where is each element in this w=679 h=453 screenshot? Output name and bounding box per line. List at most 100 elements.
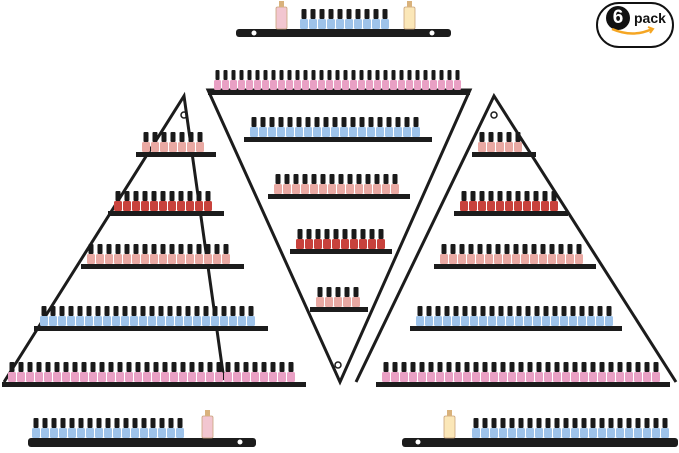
polish-bottle bbox=[168, 254, 176, 264]
polish-cap bbox=[455, 70, 460, 80]
polish-bottle bbox=[334, 80, 341, 90]
polish-cap bbox=[644, 418, 650, 428]
polish-bottle bbox=[310, 184, 318, 194]
polish-cap bbox=[59, 306, 65, 316]
polish-bottle bbox=[487, 142, 495, 152]
polish-cap bbox=[353, 287, 359, 297]
polish-cap bbox=[489, 306, 495, 316]
polish-bottle bbox=[374, 80, 381, 90]
polish-cap bbox=[212, 306, 218, 316]
polish-cap bbox=[563, 362, 569, 372]
polish-bottle bbox=[32, 428, 40, 438]
polish-bottle bbox=[302, 80, 309, 90]
polish-cap bbox=[392, 362, 398, 372]
polish-bottle bbox=[391, 372, 399, 382]
polish-cap bbox=[653, 418, 659, 428]
polish-cap bbox=[161, 132, 167, 142]
polish-cap bbox=[558, 244, 564, 254]
shelf-plank bbox=[28, 438, 256, 447]
polish-bottle bbox=[334, 297, 342, 307]
polish-bottle bbox=[114, 254, 122, 264]
polish-bottle bbox=[541, 201, 549, 211]
polish-bottle bbox=[497, 316, 505, 326]
polish-bottle bbox=[514, 142, 522, 152]
polish-cap bbox=[260, 117, 266, 127]
polish-cap bbox=[351, 70, 356, 80]
polish-cap bbox=[117, 362, 123, 372]
polish-cap bbox=[271, 70, 276, 80]
polish-cap bbox=[99, 362, 105, 372]
polish-cap bbox=[189, 362, 195, 372]
hanging-hole-icon bbox=[490, 111, 498, 119]
polish-cap bbox=[369, 229, 375, 239]
polish-bottle bbox=[76, 316, 84, 326]
polish-cap bbox=[63, 362, 69, 372]
polish-cap bbox=[9, 362, 15, 372]
shelf-plank bbox=[454, 211, 568, 216]
polish-bottle bbox=[44, 372, 52, 382]
polish-cap bbox=[626, 418, 632, 428]
polish-cap bbox=[77, 306, 83, 316]
polish-cap bbox=[383, 70, 388, 80]
polish-bottle bbox=[390, 80, 397, 90]
polish-bottle bbox=[409, 372, 417, 382]
polish-cap bbox=[392, 174, 398, 184]
polish-bottle bbox=[461, 316, 469, 326]
polish-cap bbox=[338, 174, 344, 184]
polish-cap bbox=[302, 174, 308, 184]
polish-bottle bbox=[270, 80, 277, 90]
polish-cap bbox=[301, 9, 307, 19]
polish-bottle bbox=[544, 428, 552, 438]
polish-cap bbox=[351, 229, 357, 239]
polish-bottle bbox=[134, 372, 142, 382]
polish-cap bbox=[497, 132, 503, 142]
triangle-shelf-center bbox=[205, 70, 473, 386]
polish-cap bbox=[410, 362, 416, 372]
polish-cap bbox=[459, 244, 465, 254]
triangle-frame bbox=[2, 91, 226, 383]
straight-shelf-top bbox=[236, 1, 451, 37]
polish-bottle bbox=[358, 80, 365, 90]
polish-cap bbox=[176, 306, 182, 316]
polish-bottle bbox=[533, 316, 541, 326]
polish-bottle bbox=[400, 372, 408, 382]
polish-bottle bbox=[548, 254, 556, 264]
polish-cap bbox=[635, 362, 641, 372]
polish-bottle bbox=[385, 127, 393, 137]
polish-cap bbox=[216, 362, 222, 372]
polish-bottle bbox=[247, 316, 255, 326]
polish-bottle bbox=[652, 372, 660, 382]
polish-bottle bbox=[323, 239, 331, 249]
polish-cap bbox=[507, 306, 513, 316]
polish-cap bbox=[151, 244, 157, 254]
polish-cap bbox=[423, 70, 428, 80]
polish-cap bbox=[437, 362, 443, 372]
polish-cap bbox=[180, 362, 186, 372]
shelf-plank bbox=[108, 211, 224, 216]
polish-cap bbox=[131, 306, 137, 316]
polish-cap bbox=[86, 306, 92, 316]
polish-cap bbox=[279, 70, 284, 80]
polish-cap bbox=[160, 244, 166, 254]
polish-cap bbox=[626, 362, 632, 372]
polish-bottle bbox=[131, 428, 139, 438]
polish-cap bbox=[335, 287, 341, 297]
polish-bottle bbox=[159, 254, 167, 264]
polish-cap bbox=[311, 174, 317, 184]
polish-bottle bbox=[294, 80, 301, 90]
polish-cap bbox=[533, 191, 539, 201]
shelf-plank bbox=[136, 152, 216, 157]
polish-cap bbox=[143, 132, 149, 142]
polish-cap bbox=[576, 244, 582, 254]
polish-cap bbox=[333, 229, 339, 239]
polish-bottle bbox=[467, 254, 475, 264]
polish-cap bbox=[471, 306, 477, 316]
polish-bottle bbox=[352, 297, 360, 307]
polish-cap bbox=[42, 418, 48, 428]
hanging-hole-icon bbox=[334, 361, 342, 369]
polish-cap bbox=[491, 362, 497, 372]
polish-bottle bbox=[50, 428, 58, 438]
polish-cap bbox=[536, 362, 542, 372]
polish-cap bbox=[497, 191, 503, 201]
polish-cap bbox=[261, 362, 267, 372]
